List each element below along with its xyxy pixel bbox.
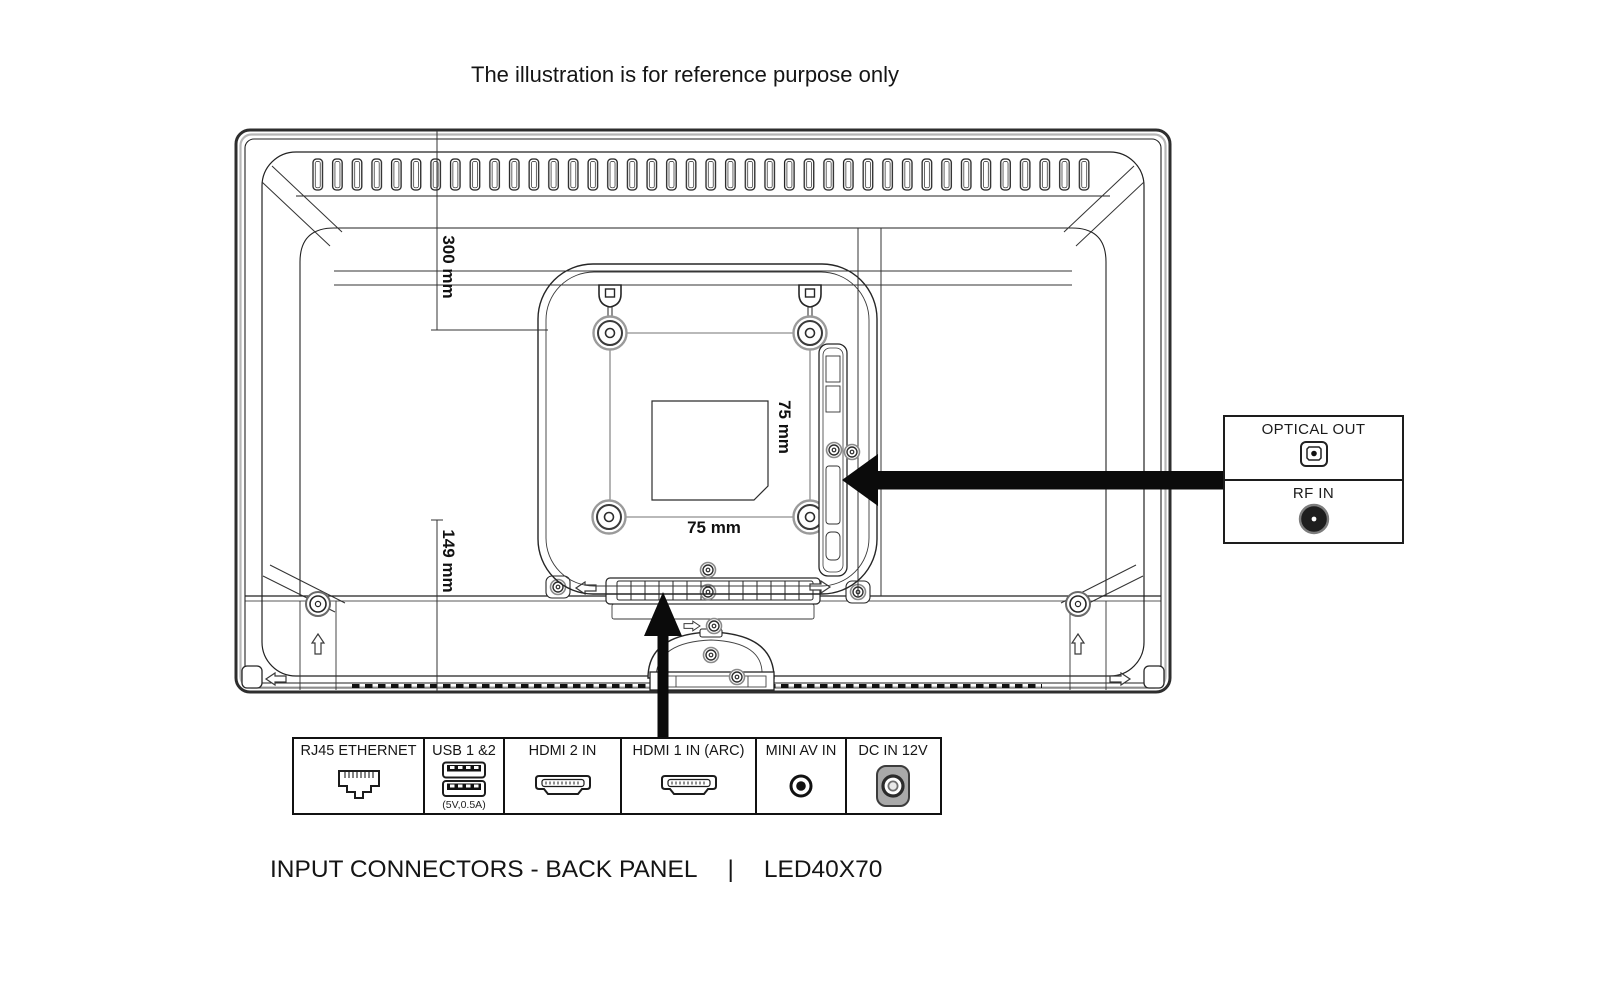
port-cell-usb: USB 1 &2 (5V,0.5A) bbox=[425, 739, 505, 813]
dc-barrel-jack-icon bbox=[873, 759, 913, 813]
port-cell-dcin: DC IN 12V bbox=[847, 739, 939, 813]
dim-label-149mm: 149 mm bbox=[439, 529, 458, 593]
port-cell-miniav: MINI AV IN bbox=[757, 739, 847, 813]
rf-in-section: RF IN bbox=[1225, 481, 1402, 543]
coax-rf-icon bbox=[1298, 503, 1329, 534]
optical-out-section: OPTICAL OUT bbox=[1225, 417, 1402, 481]
caption-separator: | bbox=[727, 856, 734, 883]
caption-text: INPUT CONNECTORS - BACK PANEL bbox=[270, 856, 698, 883]
usb-power-sublabel: (5V,0.5A) bbox=[442, 799, 486, 811]
dim-label-75mm-horizontal: 75 mm bbox=[687, 518, 741, 537]
port-cell-hdmi2: HDMI 2 IN bbox=[505, 739, 622, 813]
port-label: RJ45 ETHERNET bbox=[300, 743, 417, 759]
port-cell-rj45: RJ45 ETHERNET bbox=[294, 739, 425, 813]
dim-label-300mm: 300 mm bbox=[439, 235, 458, 299]
port-label: HDMI 2 IN bbox=[528, 743, 597, 759]
optical-out-label: OPTICAL OUT bbox=[1261, 421, 1366, 438]
hdmi-port-icon bbox=[659, 759, 719, 813]
rf-in-label: RF IN bbox=[1292, 484, 1335, 502]
port-label: MINI AV IN bbox=[765, 743, 837, 759]
port-cell-hdmi1: HDMI 1 IN (ARC) bbox=[622, 739, 757, 813]
optical-toslink-icon bbox=[1299, 441, 1328, 467]
bottom-ports-arrow bbox=[644, 592, 682, 737]
port-label: USB 1 &2 bbox=[432, 743, 496, 759]
caption: INPUT CONNECTORS - BACK PANEL | LED40X70 bbox=[270, 856, 882, 884]
side-ports-callout: OPTICAL OUT RF IN bbox=[1223, 415, 1404, 544]
hdmi-port-icon bbox=[533, 759, 593, 813]
connector-table: RJ45 ETHERNET USB 1 &2 bbox=[292, 737, 942, 815]
dim-label-75mm-vertical: 75 mm bbox=[775, 400, 794, 454]
av-minijack-icon bbox=[786, 759, 816, 813]
ethernet-jack-icon bbox=[335, 759, 383, 813]
port-label: DC IN 12V bbox=[858, 743, 928, 759]
port-label: HDMI 1 IN (ARC) bbox=[632, 743, 745, 759]
side-ports-arrow bbox=[842, 454, 1223, 506]
usb-dual-port-icon bbox=[440, 759, 488, 799]
caption-model: LED40X70 bbox=[763, 856, 883, 883]
disclaimer-title: The illustration is for reference purpos… bbox=[471, 62, 899, 87]
